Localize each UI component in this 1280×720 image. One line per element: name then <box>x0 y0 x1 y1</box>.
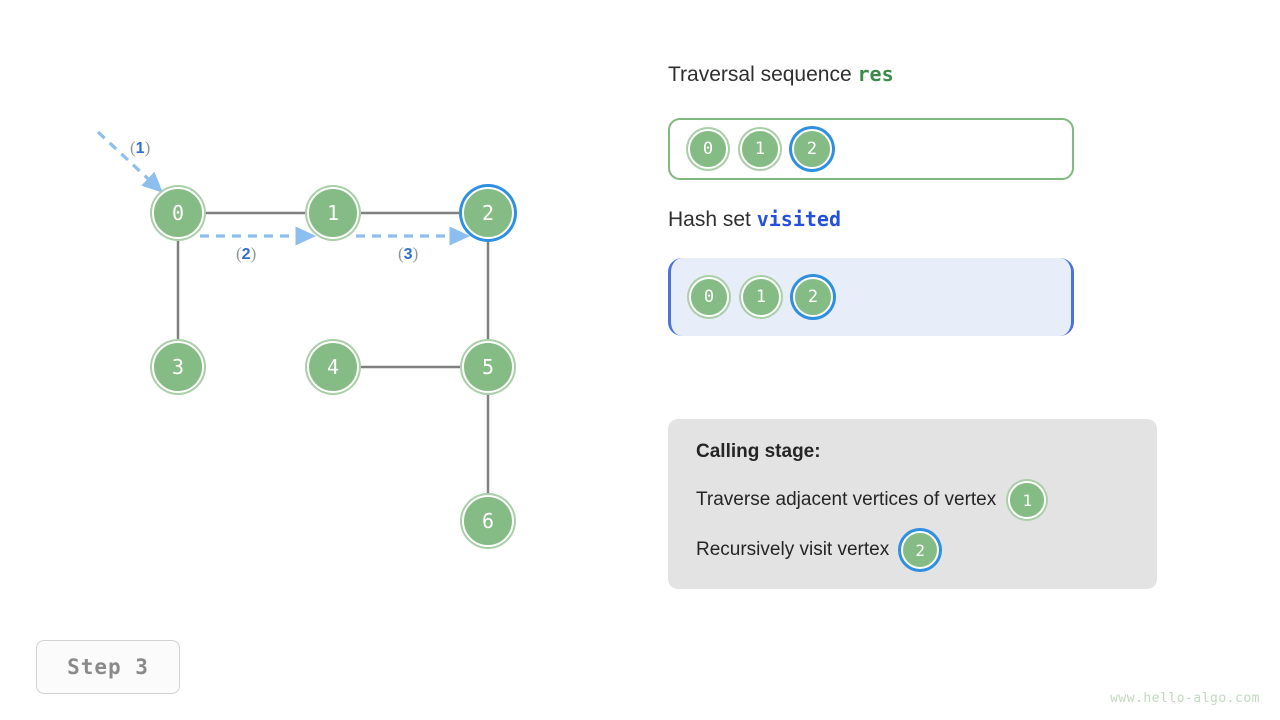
visited-item-chip: 1 <box>741 277 781 317</box>
calling-stage-line: Traverse adjacent vertices of vertex 1 <box>696 481 1131 519</box>
visited-title-code: visited <box>756 207 842 231</box>
traversal-arrow <box>96 130 164 193</box>
traversal-arrow-label: (3) <box>398 244 419 263</box>
res-title-prefix: Traversal sequence <box>668 63 852 86</box>
graph-node-label: 0 <box>152 187 204 239</box>
res-item-chip: 1 <box>740 129 780 169</box>
visited-section-title: Hash set visited <box>668 207 841 232</box>
graph-node-label: 4 <box>307 341 359 393</box>
visited-title-prefix: Hash set <box>668 208 751 231</box>
watermark: www.hello-algo.com <box>1110 691 1260 706</box>
graph-node-label: 2 <box>462 187 514 239</box>
traversal-arrow-label: (1) <box>130 138 151 157</box>
calling-stage-line-chip: 1 <box>1008 481 1047 519</box>
graph-node-label: 6 <box>462 495 514 547</box>
calling-stage-line-text: Traverse adjacent vertices of vertex <box>696 489 997 510</box>
res-item-chip: 2 <box>792 129 832 169</box>
calling-stage-line-chip: 2 <box>901 531 940 569</box>
graph-panel: 0 1 2 3 4 5 6 (1) (2) (3) <box>0 0 640 640</box>
calling-stage-line-text: Recursively visit vertex <box>696 539 890 560</box>
visited-item-chip: 2 <box>793 277 833 317</box>
watermark-text: www.hello-algo.com <box>1110 691 1260 706</box>
graph-canvas <box>96 130 490 493</box>
traversal-arrow-label: (2) <box>236 244 257 263</box>
res-section-title: Traversal sequence res <box>668 62 894 87</box>
visited-item-chip: 0 <box>689 277 729 317</box>
graph-node-label: 5 <box>462 341 514 393</box>
res-title-code: res <box>857 62 894 86</box>
step-badge-label: Step 3 <box>67 655 149 679</box>
graph-node-label: 1 <box>307 187 359 239</box>
graph-edges <box>176 211 490 493</box>
res-item-chip: 0 <box>688 129 728 169</box>
calling-stage-line: Recursively visit vertex 2 <box>696 531 1131 569</box>
graph-traversal-arrows <box>96 130 471 246</box>
calling-stage-card: Calling stage: Traverse adjacent vertice… <box>668 419 1157 589</box>
step-badge: Step 3 <box>36 640 180 694</box>
graph-node-label: 3 <box>152 341 204 393</box>
calling-stage-heading: Calling stage: <box>696 441 821 462</box>
